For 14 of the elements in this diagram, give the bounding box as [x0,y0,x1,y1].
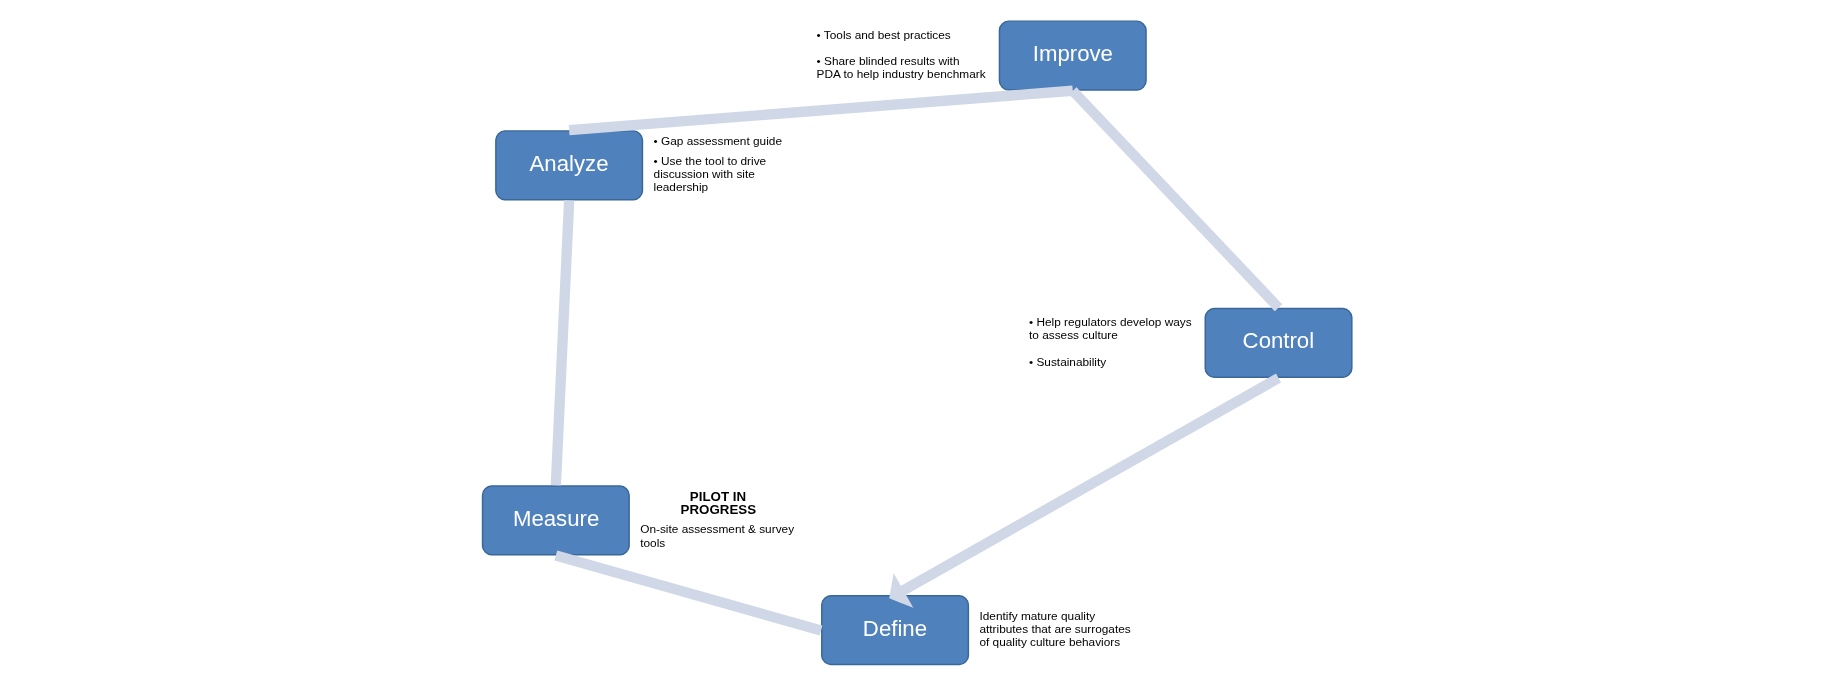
node-label: Identify mature quality attributes that are surrogates of quality culture behaviors [978,608,1131,650]
node-label: • Help regulators develop ways to assess culture [1028,315,1192,343]
connector [568,85,1073,136]
arrow [888,373,1281,608]
connector [553,550,822,636]
node-label: • Tools and best practices [816,27,951,42]
node-label: On-site assessment & survey tools [639,522,794,550]
connector [550,200,574,486]
node-label: • Use the tool to drive discussion with site leadership [653,153,766,195]
node-label: PILOT IN PROGRESS [680,488,756,518]
node-label: • Sustainability [1028,354,1106,369]
node-label: • Share blinded results with PDA to help industry benchmark [816,54,986,82]
node-label: • Gap assessment guide [653,134,782,149]
connector [1068,87,1282,312]
